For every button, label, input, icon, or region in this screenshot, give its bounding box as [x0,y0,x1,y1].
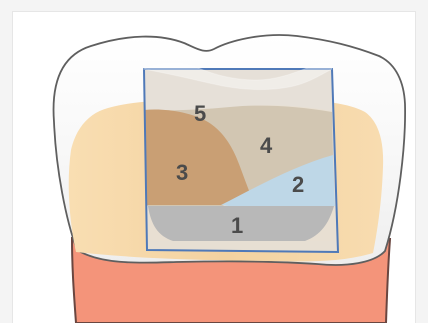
layer-label-4: 4 [260,133,273,158]
layer-label-3: 3 [176,160,188,185]
layer-label-1: 1 [231,213,243,238]
layer-label-5: 5 [194,101,206,126]
layer-label-2: 2 [292,172,304,197]
